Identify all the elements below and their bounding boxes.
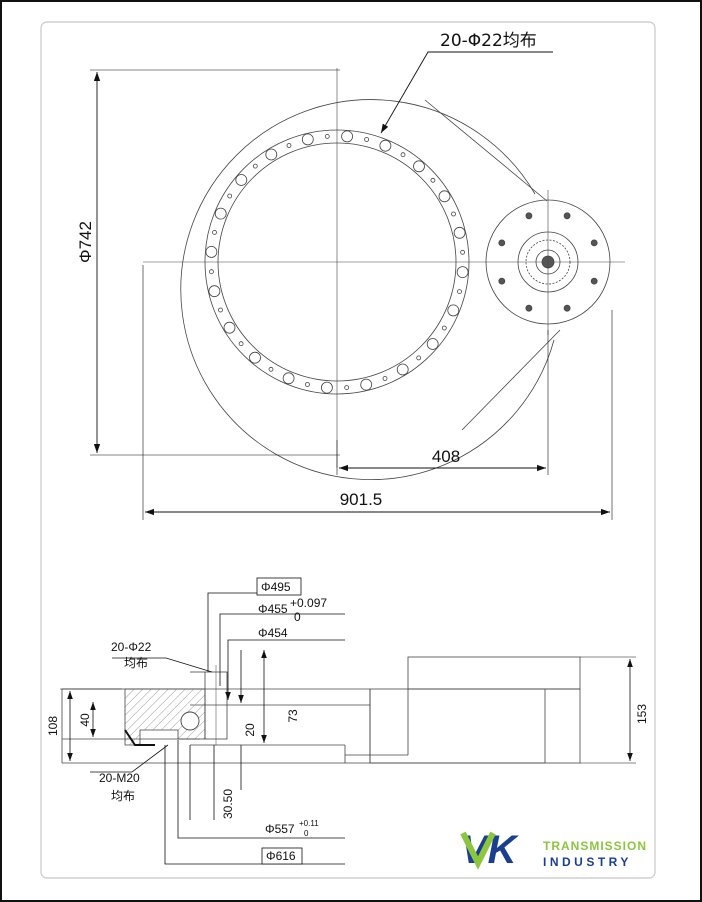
bolt-hole — [360, 378, 373, 391]
d455-text: Φ455 — [258, 602, 288, 616]
d557-tol-upper: +0.11 — [299, 819, 319, 828]
bolt-hole — [214, 207, 227, 220]
h153-text: 153 — [635, 704, 649, 724]
logo-line1: TRANSMISSION — [543, 839, 647, 853]
bolt-hole — [282, 372, 295, 385]
flange-hole — [590, 277, 598, 285]
length-901-text: 901.5 — [340, 490, 383, 509]
tapped-hole — [430, 177, 436, 183]
logo-line2: INDUSTRY — [543, 855, 632, 869]
bolt-holes — [205, 130, 469, 394]
thread-left-sub: 均布 — [111, 789, 135, 803]
flange-hole — [525, 304, 533, 312]
tapped-hole — [400, 152, 406, 158]
seal-mark — [124, 729, 155, 746]
bolt-hole — [379, 139, 392, 152]
leader-20-22 — [112, 657, 213, 673]
flange-hole — [563, 212, 571, 220]
h40-text: 40 — [78, 713, 92, 727]
hatched-section — [124, 688, 206, 746]
bolt-hole — [453, 226, 466, 239]
bolt-hole — [438, 190, 451, 203]
rolling-element — [180, 711, 200, 731]
tapped-hole — [238, 341, 244, 347]
h30-50-text: 30.50 — [221, 789, 235, 819]
hole-callout-text: 20-Φ22均布 — [440, 31, 537, 51]
flange-hole — [563, 304, 571, 312]
box-495 — [256, 577, 302, 596]
leader-557 — [177, 740, 345, 839]
tapped-hole — [460, 249, 466, 255]
h73-text: 73 — [286, 709, 300, 723]
tapped-hole — [416, 355, 422, 361]
holes-left-sub: 均布 — [124, 656, 148, 670]
d495-text: Φ495 — [261, 580, 291, 594]
flange-hole — [590, 239, 598, 247]
side-dimensions — [60, 592, 636, 865]
flange-hole — [498, 277, 506, 285]
housing-tangent-bottom — [461, 329, 561, 431]
holes-left-text: 20-Φ22 — [111, 640, 152, 654]
top-dimensions — [90, 51, 613, 520]
box-616 — [261, 847, 303, 865]
tapped-hole — [286, 143, 292, 148]
bolt-hole — [396, 363, 409, 376]
d557-tol-lower: 0 — [304, 829, 309, 838]
flange-hole — [498, 239, 506, 247]
vk-logo: VK TRANSMISSION INDUSTRY — [460, 828, 647, 872]
housing-tangent-top — [424, 99, 548, 202]
tapped-hole — [252, 163, 258, 169]
d616-text: Φ616 — [266, 849, 296, 863]
tapped-hole — [451, 211, 456, 217]
bolt-hole — [265, 148, 278, 161]
bolt-hole — [341, 130, 354, 143]
thread-left-text: 20-M20 — [99, 771, 140, 785]
offset-408-text: 408 — [432, 447, 460, 466]
tapped-hole — [364, 137, 370, 142]
inner-panel — [40, 21, 656, 879]
leader-455 — [219, 613, 345, 686]
d455-tol-lower: 0 — [294, 610, 301, 624]
flange-holes — [498, 212, 598, 312]
housing-outline — [180, 99, 555, 480]
tapped-hole — [208, 269, 214, 275]
bolt-hole — [249, 351, 261, 364]
tapped-hole — [324, 133, 330, 139]
tapped-hole — [344, 385, 350, 391]
d455-tol-upper: +0.097 — [290, 596, 327, 610]
h108-text: 108 — [46, 716, 60, 736]
tapped-hole — [441, 325, 447, 331]
tapped-hole — [227, 193, 233, 199]
tapped-hole — [304, 382, 310, 387]
diameter-742-text: Φ742 — [76, 221, 95, 263]
tapped-hole — [218, 307, 223, 313]
tapped-hole — [382, 376, 388, 381]
tapped-hole — [457, 289, 462, 295]
tapped-hole — [212, 229, 217, 235]
top-view — [143, 68, 625, 480]
logo-v-accent — [460, 831, 496, 870]
flange-hole — [525, 212, 533, 220]
leader-454 — [225, 639, 345, 700]
tapped-hole — [268, 366, 274, 372]
bolt-hole — [456, 266, 469, 279]
bolt-hole — [235, 174, 248, 186]
d557-text: Φ557 — [265, 822, 295, 836]
bolt-hole — [301, 133, 314, 146]
bolt-hole — [208, 285, 221, 298]
d454-text: Φ454 — [258, 626, 288, 640]
bolt-hole — [426, 338, 439, 350]
bolt-hole — [413, 160, 425, 173]
motor-top-cover — [407, 656, 581, 690]
leader-20-m20 — [90, 744, 169, 773]
side-view — [61, 656, 581, 764]
bolt-hole — [447, 304, 460, 317]
h20-text: 20 — [243, 723, 257, 737]
bolt-hole — [223, 321, 236, 334]
bolt-hole — [320, 381, 333, 394]
bolt-hole — [205, 245, 218, 258]
